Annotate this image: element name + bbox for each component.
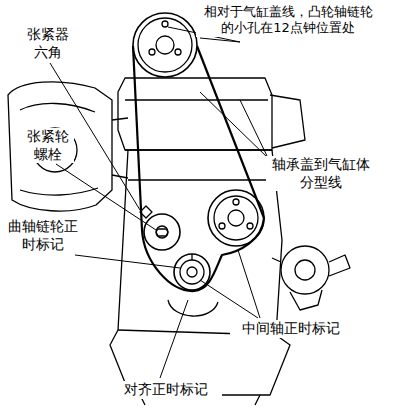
crank-mark-label: 曲轴链轮正 时标记 (4, 218, 82, 253)
align-marks-label: 对齐正时标记 (110, 381, 222, 399)
tensioner-hex-label: 张紧器 六角 (22, 26, 74, 61)
camshaft-hole-note: 相对于气缸盖线，凸轮轴链轮 的小孔在12点钟位置处 (196, 4, 380, 37)
tensioner-bolt-label: 张紧轮 螺栓 (22, 128, 74, 163)
intermediate-mark-label: 中间轴正时标记 (230, 320, 352, 338)
parting-line-label: 轴承盖到气缸体 分型线 (266, 156, 376, 191)
